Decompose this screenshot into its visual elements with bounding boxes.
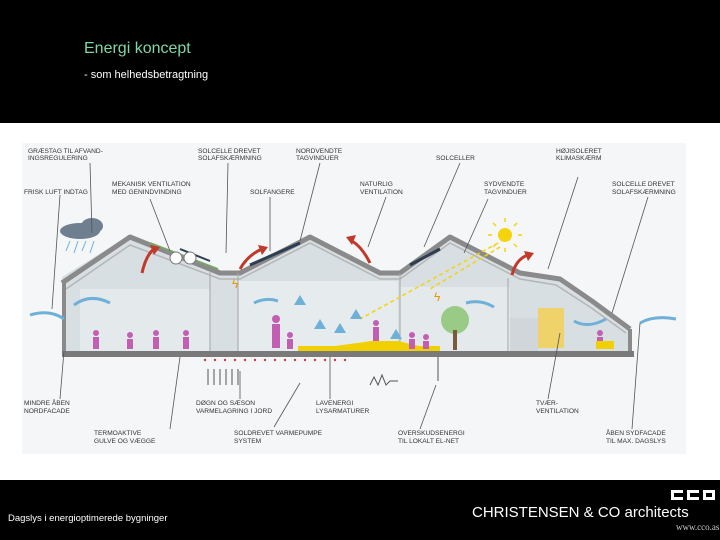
yellow-door — [538, 308, 564, 348]
label-solcelle-drevet2-1: SOLCELLE DREVET — [612, 181, 675, 188]
label-dogn-2: VARMELAGRING I JORD — [196, 408, 272, 415]
label-overskud-1: OVERSKUDSENERGI — [398, 430, 465, 437]
solar-panel-b — [409, 247, 441, 267]
fresh-air-arrows — [29, 297, 677, 326]
label-sydvendte-2: TAGVINDUER — [484, 189, 527, 196]
label-frisk-luft: FRISK LUFT INDTAG — [24, 189, 88, 196]
label-mindre-aaben-2: NORDFACADE — [24, 408, 70, 415]
label-hojisoleret-1: HØJISOLERET — [556, 148, 602, 155]
label-sydvendte-1: SYDVENDTE — [484, 181, 525, 188]
tree-icon — [441, 306, 469, 350]
solar-panel-a — [249, 241, 301, 267]
label-naturlig-1: NATURLIG — [360, 181, 393, 188]
slide-title: Energi koncept — [84, 40, 191, 57]
roof-profile — [60, 234, 632, 332]
label-termoaktive-2: GULVE OG VÆGGE — [94, 438, 156, 445]
label-mekanisk-2: MED GENINDVINDING — [112, 189, 182, 196]
label-mekanisk-1: MEKANISK VENTILATION — [112, 181, 191, 188]
power-bolt-icon-2: ϟ — [434, 290, 441, 304]
slide-header: Energi koncept - som helhedsbetragtning — [0, 0, 720, 123]
label-tvaer-1: TVÆR- — [536, 400, 558, 407]
storage-room — [510, 318, 538, 352]
label-lavenergi-2: LYSARMATURER — [316, 408, 369, 415]
label-naturlig-2: VENTILATION — [360, 189, 403, 196]
floor-slab — [62, 351, 634, 357]
label-graestag-2: INGSREGULERING — [28, 155, 88, 162]
label-nordvendte-1: NORDVENDTE — [296, 148, 343, 155]
cco-logo-icon — [671, 490, 715, 500]
fan-icon-2 — [183, 251, 197, 265]
label-mindre-aaben-1: MINDRE ÅBEN — [24, 398, 70, 407]
hall-center — [238, 281, 398, 353]
slide-footer: Dagslys i energioptimerede bygninger CHR… — [0, 480, 720, 540]
label-solvarme-2: SYSTEM — [234, 438, 261, 445]
firm-name: CHRISTENSEN & CO architects — [472, 504, 689, 521]
label-solcelle-drevet2-2: SOLAFSKÆRMNING — [612, 189, 676, 196]
ground-storage-dots — [203, 358, 347, 362]
ground-loop-pipes — [207, 369, 239, 385]
footer-caption: Dagslys i energioptimerede bygninger — [8, 513, 168, 524]
air-triangles — [294, 295, 402, 339]
label-hojisoleret-2: KLIMASKÆRM — [556, 155, 601, 162]
label-overskud-2: TIL LOKALT EL-NET — [398, 438, 459, 445]
firm-url: www.cco.as — [676, 522, 720, 532]
slide-subtitle: - som helhedsbetragtning — [84, 69, 209, 81]
yellow-bench — [596, 341, 614, 349]
label-graestag-1: GRÆSTAG TIL AFVAND- — [28, 148, 103, 155]
label-solvarme-1: SOLDREVET VARMEPUMPE — [234, 430, 323, 437]
exhaust-arrowheads — [150, 235, 534, 261]
heated-floor-strip — [298, 346, 440, 351]
power-bolt-icon: ϟ — [232, 277, 239, 291]
label-lavenergi-1: LAVENERGI — [316, 400, 353, 407]
label-tvaer-2: VENTILATION — [536, 408, 579, 415]
sun-icon — [488, 218, 522, 252]
heatpump-icon — [369, 373, 398, 387]
leader-lines — [51, 162, 649, 430]
label-aaben-syd-1: ÅBEN SYDFACADE — [606, 428, 666, 437]
fan-icon — [169, 251, 183, 265]
label-dogn-1: DØGN OG SÆSON — [196, 400, 255, 407]
label-nordvendte-2: TAGVINDUER — [296, 155, 339, 162]
energy-section-diagram: ϟ ϟ — [22, 143, 686, 454]
ceiling-line — [65, 242, 627, 334]
label-solfangere: SOLFANGERE — [250, 189, 295, 196]
label-termoaktive-1: TERMOAKTIVE — [94, 430, 142, 437]
label-solceller: SOLCELLER — [436, 155, 475, 162]
people-silhouettes — [93, 315, 603, 349]
label-solcelle-drevet-2: SOLAFSKÆRMNING — [198, 155, 262, 162]
sun-ray-1 — [359, 242, 499, 320]
diagram-panel: ϟ ϟ — [0, 123, 720, 480]
label-aaben-syd-2: TIL MAX. DAGSLYS — [606, 438, 666, 445]
label-solcelle-drevet-1: SOLCELLE DREVET — [198, 148, 261, 155]
